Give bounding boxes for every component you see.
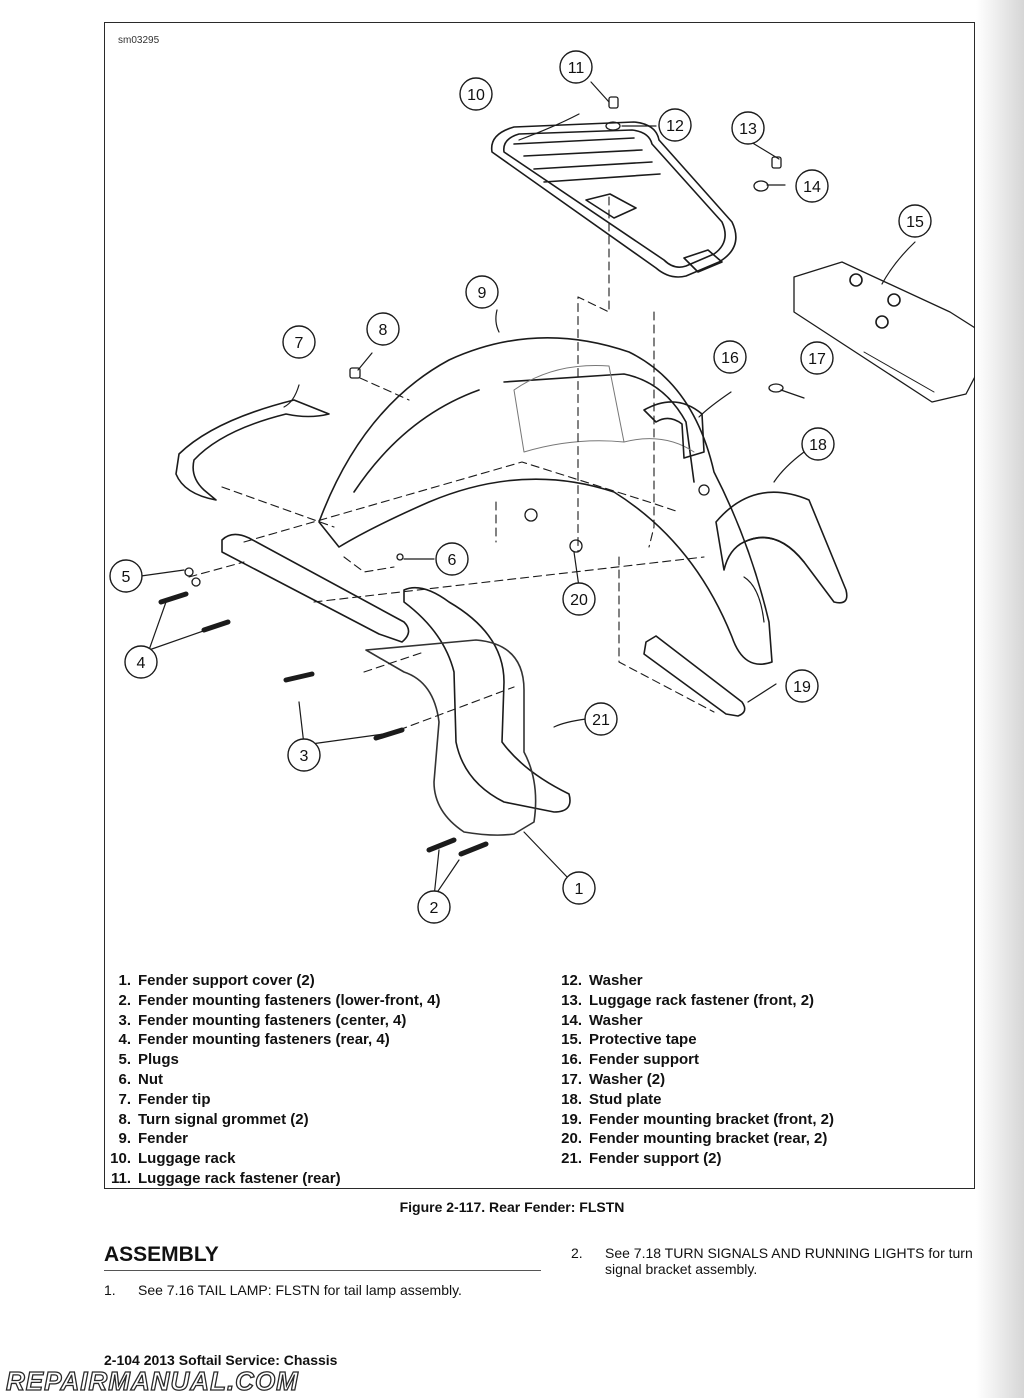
luggage-rack-part [490,121,737,278]
callout-5: 5 [122,569,131,586]
legend-item: 3.Fender mounting fasteners (center, 4) [118,1011,407,1029]
legend-item: 12.Washer [561,972,643,989]
parts-legend-right: 12.Washer 13.Luggage rack fastener (fron… [555,971,834,1169]
callout-3: 3 [300,748,309,765]
callout-1: 1 [575,881,584,898]
stud-plate-part [715,491,848,604]
callout-12: 12 [666,118,684,135]
legend-item: 10.Luggage rack [110,1150,236,1168]
callout-9: 9 [478,285,487,302]
page-footer: 2-104 2013 Softail Service: Chassis [104,1352,338,1368]
callout-2: 2 [430,900,439,917]
legend-item: 17.Washer (2) [561,1070,666,1088]
legend-item: 14.Washer [561,1011,643,1029]
legend-item: 21.Fender support (2) [561,1150,722,1168]
callout-7: 7 [295,335,304,352]
callout-18: 18 [809,437,827,454]
legend-item: 18.Stud plate [561,1090,662,1108]
assembly-lines [188,196,715,731]
legend-item: 19.Fender mounting bracket (front, 2) [561,1110,835,1128]
callout-6: 6 [448,552,457,569]
legend-item: 15.Protective tape [561,1031,697,1049]
figure-frame [104,22,975,1189]
legend-item: 6.Nut [118,1070,163,1088]
fastener-parts [158,96,784,857]
section-heading: ASSEMBLY [104,1243,219,1266]
legend-item: 7.Fender tip [118,1090,211,1108]
legend-item: 1.Fender support cover (2) [118,972,315,989]
callout-4: 4 [137,655,146,672]
figure-caption: Figure 2-117. Rear Fender: FLSTN [399,1199,625,1215]
callout-16: 16 [721,350,739,367]
callout-19: 19 [793,679,811,696]
assembly-step-2: 2. See 7.18 TURN SIGNALS AND RUNNING LIG… [571,1245,973,1277]
callout-11: 11 [568,60,585,77]
watermark-logo: REPAIRMANUAL.COM [5,1365,299,1396]
protective-tape-part [793,261,975,403]
legend-item: 4.Fender mounting fasteners (rear, 4) [118,1031,390,1049]
callout-20: 20 [570,592,588,609]
figure-code: sm03295 [118,35,160,46]
legend-item: 11.Luggage rack fastener (rear) [110,1169,341,1187]
fender-mounting-bracket-front-part [643,635,746,717]
fender-support-part-21 [365,586,571,836]
assembly-step-1: 1. See 7.16 TAIL LAMP: FLSTN for tail la… [104,1282,462,1298]
fender-support-cover-part [221,533,410,643]
section-divider [104,1270,541,1271]
fender-support-part [643,401,705,459]
callout-markers [109,50,932,924]
callout-10: 10 [467,87,485,104]
callout-21: 21 [592,712,610,729]
callout-17: 17 [808,351,826,368]
rear-fender-exploded-diagram: 1 2 3 4 5 6 7 8 9 10 11 12 13 14 15 16 1… [109,50,975,924]
callout-13: 13 [739,121,757,138]
legend-item: 9.Fender [118,1130,189,1148]
callout-14: 14 [803,179,821,196]
callout-8: 8 [379,322,388,339]
callout-15: 15 [906,214,924,231]
legend-item: 2.Fender mounting fasteners (lower-front… [118,991,441,1009]
legend-item: 13.Luggage rack fastener (front, 2) [561,991,815,1009]
fender-tip-part [175,399,330,501]
callout-labels: 1 2 3 4 5 6 7 8 9 10 11 12 13 14 15 16 1… [122,60,924,917]
legend-item: 20.Fender mounting bracket (rear, 2) [561,1130,828,1148]
page-edge-shadow [976,0,1024,1398]
fender-part [318,336,773,665]
parts-legend-left: 1.Fender support cover (2) 2.Fender moun… [104,971,441,1189]
legend-item: 5.Plugs [118,1051,179,1069]
legend-item: 8.Turn signal grommet (2) [118,1110,309,1128]
legend-item: 16.Fender support [561,1051,700,1069]
leader-lines [140,81,916,898]
